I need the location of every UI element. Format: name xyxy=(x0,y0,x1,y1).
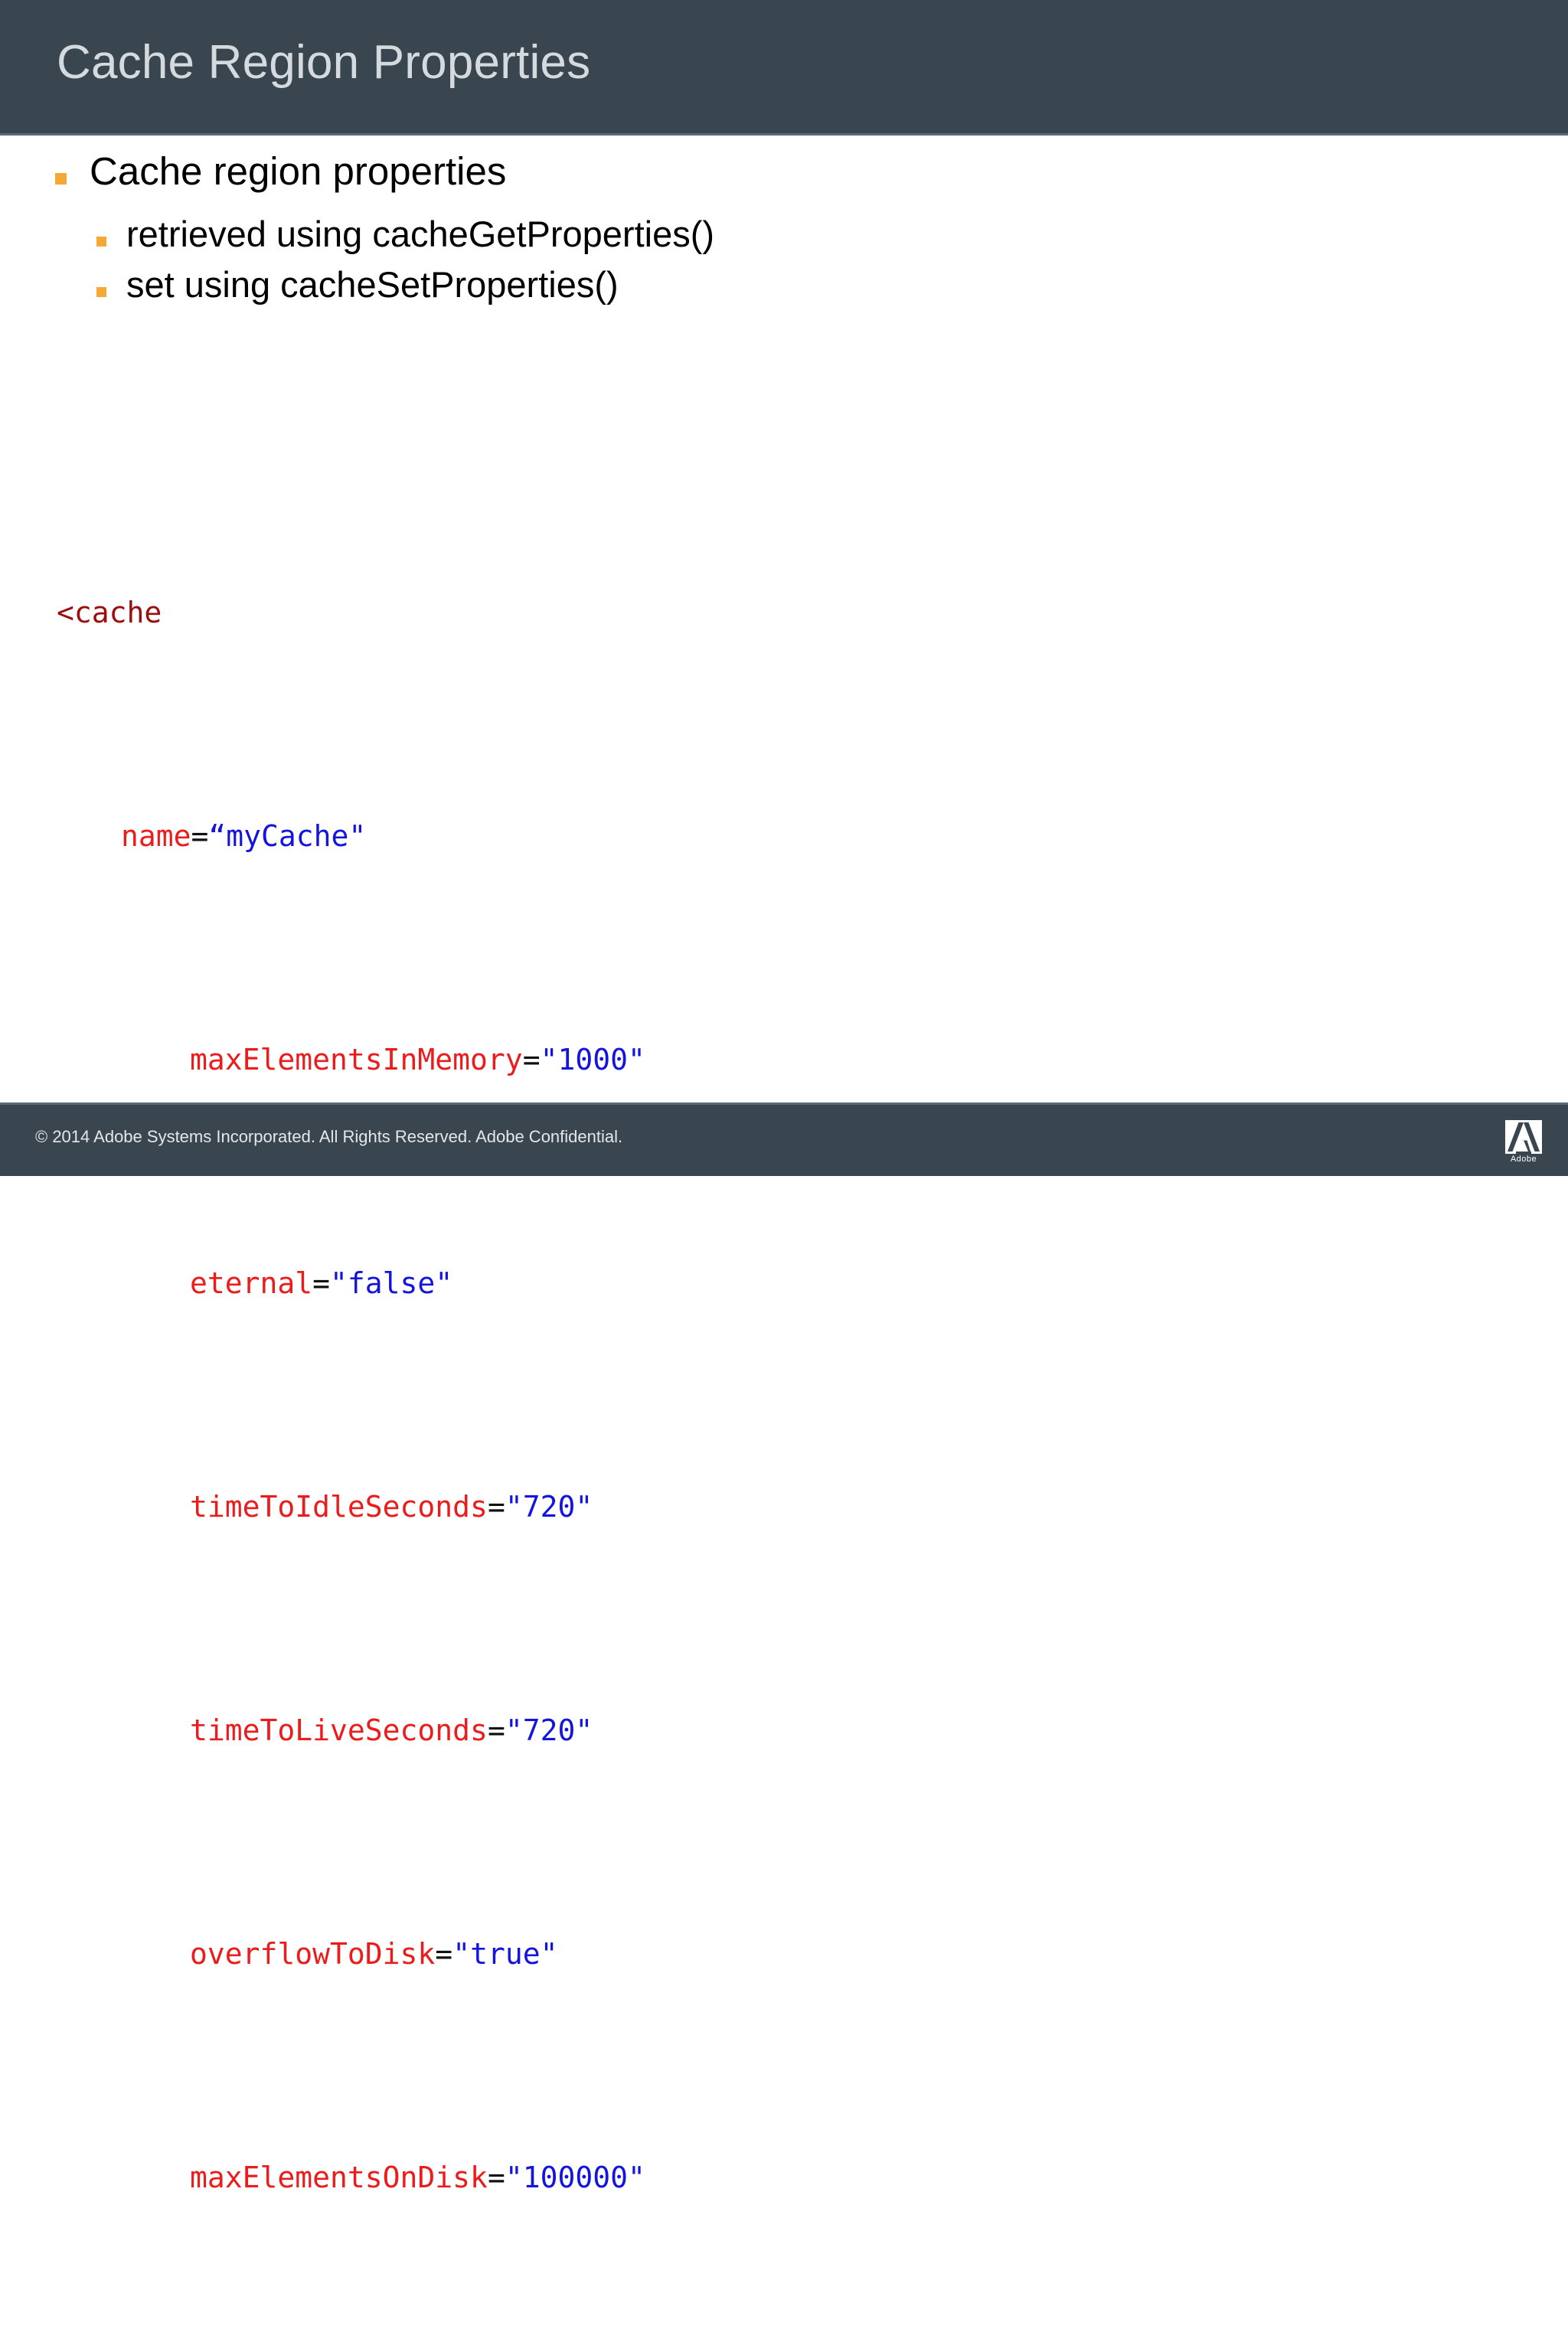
bullet-label: Cache region properties xyxy=(90,149,507,193)
code-token-equals: = xyxy=(435,1937,453,1971)
code-line: name=“myCache" xyxy=(0,808,1568,864)
bullet-square-icon xyxy=(96,237,106,247)
adobe-logo: Adobe xyxy=(1496,1115,1551,1168)
code-token-attribute: timeToIdleSeconds xyxy=(190,1490,488,1524)
bullet-label: retrieved using cacheGetProperties() xyxy=(126,214,715,254)
code-token-tag: <cache xyxy=(57,596,162,629)
code-token-value: “myCache" xyxy=(208,819,367,853)
code-token-attribute: timeToLiveSeconds xyxy=(190,1713,488,1747)
code-token-value: "true" xyxy=(452,1937,558,1971)
code-token-equals: = xyxy=(487,1713,505,1747)
bullet-square-icon xyxy=(96,287,106,297)
code-line: timeToLiveSeconds="720" xyxy=(0,1703,1568,1759)
code-token-equals: = xyxy=(487,1490,505,1524)
code-token-attribute: name xyxy=(121,819,191,853)
slide-header: Cache Region Properties xyxy=(0,0,1568,136)
header-divider xyxy=(0,133,1568,136)
list-item: Cache region properties xyxy=(0,148,1568,195)
page-title: Cache Region Properties xyxy=(57,36,591,89)
code-line: maxElementsOnDisk="100000" xyxy=(0,2150,1568,2206)
adobe-wordmark: Adobe xyxy=(1510,1154,1537,1164)
code-token-value: "1000" xyxy=(540,1043,645,1076)
copyright-notice: © 2014 Adobe Systems Incorporated. All R… xyxy=(35,1127,623,1146)
code-token-attribute: eternal xyxy=(190,1266,313,1300)
list-item: retrieved using cacheGetProperties() xyxy=(0,212,1568,256)
adobe-a-mark-icon xyxy=(1505,1119,1542,1154)
bullet-list: Cache region properties retrieved using … xyxy=(0,148,1568,313)
slide-footer: © 2014 Adobe Systems Incorporated. All R… xyxy=(0,1102,1568,1176)
code-token-equals: = xyxy=(487,2161,505,2194)
code-line: maxElementsInMemory="1000" xyxy=(0,1032,1568,1088)
code-block: <cache name=“myCache" maxElementsInMemor… xyxy=(0,417,1568,2352)
code-token-equals: = xyxy=(522,1043,541,1076)
code-token-attribute: maxElementsInMemory xyxy=(190,1043,523,1076)
bullet-square-icon xyxy=(55,173,67,185)
footer-divider xyxy=(0,1102,1568,1105)
code-token-value: "720" xyxy=(505,1490,593,1524)
code-token-attribute: maxElementsOnDisk xyxy=(190,2161,488,2194)
code-token-value: "false" xyxy=(330,1266,453,1300)
code-line: overflowToDisk="true" xyxy=(0,1926,1568,1982)
code-token-equals: = xyxy=(312,1266,331,1300)
code-token-value: "720" xyxy=(505,1713,593,1747)
code-token-value: "100000" xyxy=(505,2161,645,2194)
code-line: eternal="false" xyxy=(0,1256,1568,1312)
code-token-attribute: overflowToDisk xyxy=(190,1937,436,1971)
code-line: timeToIdleSeconds="720" xyxy=(0,1479,1568,1535)
code-token-equals: = xyxy=(191,819,209,853)
bullet-label: set using cacheSetProperties() xyxy=(126,264,619,305)
code-line: <cache xyxy=(0,585,1568,641)
list-item: set using cacheSetProperties() xyxy=(0,263,1568,307)
